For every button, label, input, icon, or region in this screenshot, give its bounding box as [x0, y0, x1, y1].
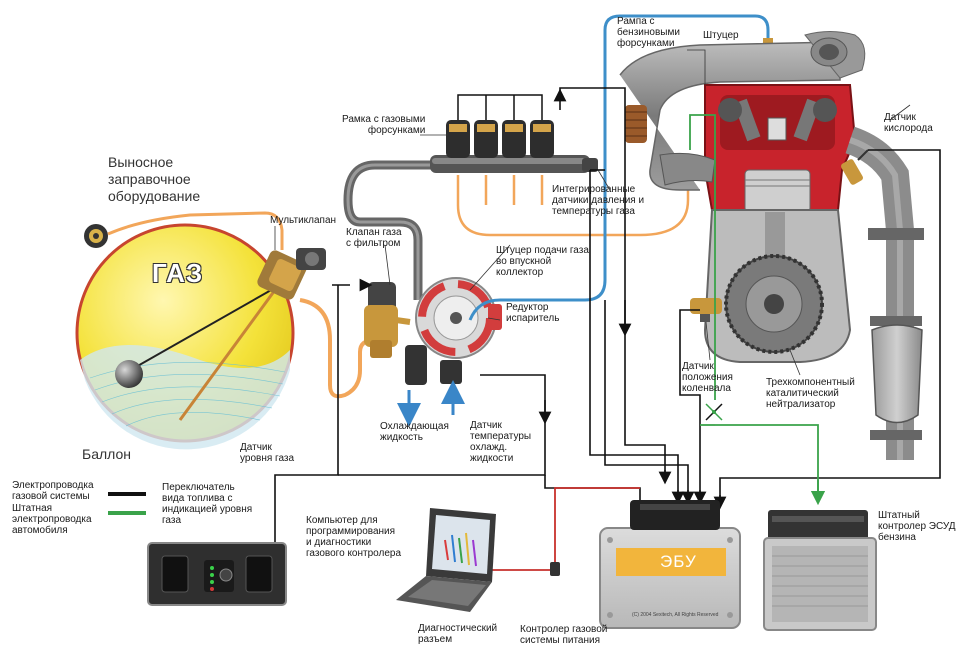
- label-catalytic: Трехкомпонентный каталитический нейтрали…: [766, 377, 855, 410]
- leader-lines: [274, 49, 911, 376]
- label-stock-ecu: Штатный контролер ЭСУД бензина: [878, 510, 956, 543]
- gas-line-to-valve: [299, 298, 376, 399]
- catalytic-converter: [871, 324, 923, 424]
- intake-manifold: [619, 41, 841, 191]
- petrol-line: [468, 14, 770, 321]
- engine: [703, 84, 857, 363]
- label-diag-connector: Диагностический разъем: [418, 623, 498, 645]
- throttle-coil: [625, 105, 647, 143]
- label-coolant-temp-sensor: Датчик температуры охлажд. жидкости: [470, 420, 532, 464]
- gas-cylinder: [75, 223, 295, 450]
- fuel-switch-panel: [147, 542, 287, 606]
- label-multivalve: Мультиклапан: [270, 215, 337, 226]
- label-crank-sensor: Датчик положения коленвала: [682, 361, 733, 394]
- intake-runner: [659, 152, 716, 186]
- diag-connector: [550, 562, 560, 576]
- piston: [744, 169, 811, 213]
- label-fuel-switch: Переключатель вида топлива с индикацией …: [162, 482, 253, 526]
- gas-injector-rail: [430, 94, 598, 173]
- valve-pipe: [395, 317, 411, 325]
- remote-filling-unit: [84, 224, 108, 248]
- label-gas-wiring: Электропроводка газовой системы: [12, 480, 94, 502]
- label-gas-level-sensor: Датчик уровня газа: [240, 442, 295, 464]
- label-gas-inlet-fitting: Штуцер подачи газа во впускной коллектор: [496, 245, 589, 278]
- gas-hose-highlight: [346, 163, 435, 300]
- label-oxygen-sensor: Датчик кислорода: [884, 112, 933, 134]
- gas-ecu: [599, 500, 741, 629]
- multivalve: [257, 248, 326, 300]
- label-gas-injector-rail: Рамка с газовыми форсунками: [342, 114, 426, 136]
- filling-line: [107, 211, 284, 250]
- label-gas-valve-filter: Клапан газа с фильтром: [346, 227, 402, 249]
- gas-injector: [530, 120, 554, 158]
- tank-gas-label: ГАЗ: [152, 258, 204, 288]
- gas-valve-filter: [364, 282, 398, 358]
- label-gas-controller-power: Контролер газовой системы питания: [520, 624, 608, 646]
- gas-injector: [474, 120, 498, 158]
- label-petrol-injector-rail: Рампа с бензиновыми форсунками: [617, 16, 680, 49]
- oxygen-sensor: [841, 149, 869, 185]
- injector-tubes: [456, 175, 690, 237]
- gas-injector: [446, 120, 470, 158]
- label-car-wiring: Штатная электропроводка автомобиля: [12, 503, 92, 536]
- ecu-label: ЭБУ: [660, 552, 697, 571]
- label-pressure-temp-sensors: Интегрированные датчики давления и темпе…: [552, 184, 645, 217]
- gas-injector: [502, 120, 526, 158]
- exhaust-flange: [868, 228, 924, 240]
- wire-switch-relay: [705, 403, 723, 421]
- stock-petrol-ecu: [763, 510, 877, 631]
- label-diag-computer: Компьютер для программирования и диагнос…: [306, 515, 402, 559]
- label-reducer: Редуктор испаритель: [506, 302, 560, 324]
- car-wiring: [689, 114, 819, 500]
- diagnostic-laptop: [396, 508, 496, 612]
- top-fitting: [763, 38, 773, 46]
- ecu-copyright: (C) 2004 Sexitech, All Rights Reserved: [632, 612, 719, 618]
- float-ball: [115, 360, 143, 388]
- label-fitting-top: Штуцер: [703, 30, 739, 41]
- label-coolant: Охлаждающая жидкость: [380, 421, 449, 443]
- label-remote-filling: Выносное заправочное оборудование: [108, 154, 201, 204]
- label-cylinder: Баллон: [82, 446, 131, 462]
